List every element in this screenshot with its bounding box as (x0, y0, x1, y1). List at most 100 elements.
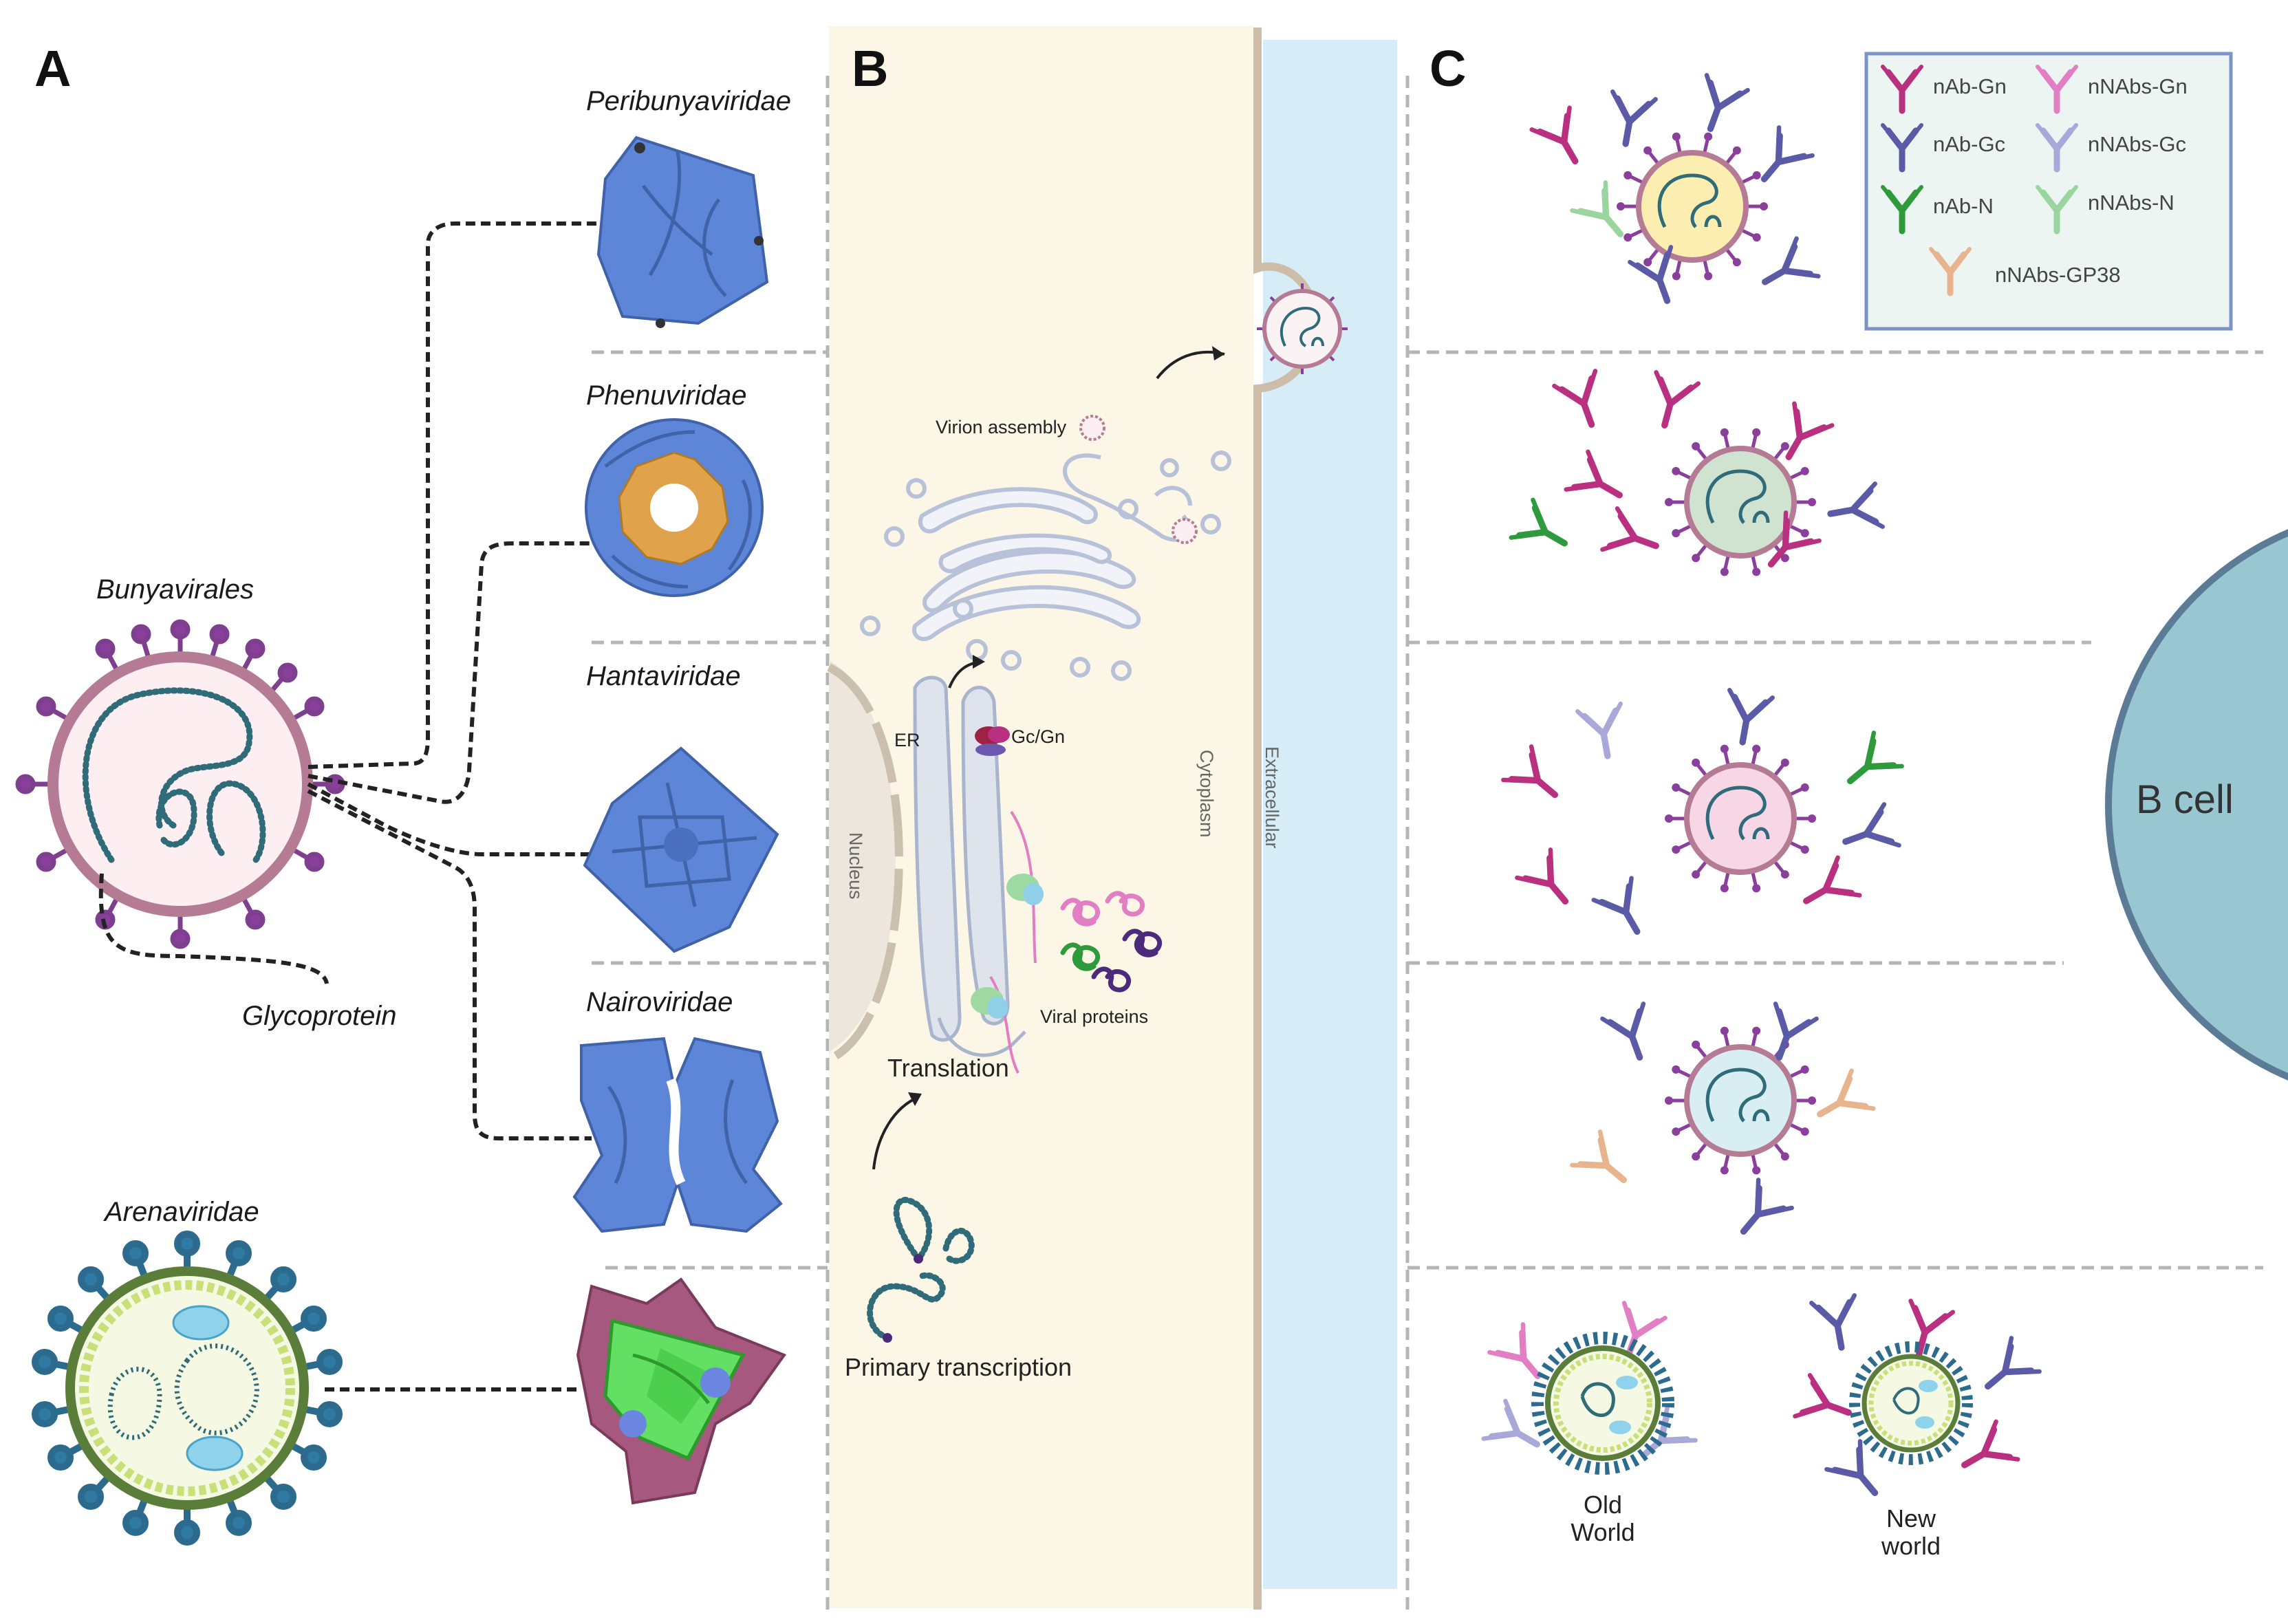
antibody-gn (1503, 746, 1568, 811)
virion-genome-s (206, 780, 266, 863)
primary-transcription-label: Primary transcription (845, 1353, 1072, 1381)
legend-label-nnabs-n: nNAbs-N (2088, 191, 2174, 215)
family-label-nairoviridae: Nairoviridae (586, 987, 733, 1017)
family-label-phenuviridae: Phenuviridae (586, 380, 747, 411)
antibody-gp38 (1572, 1132, 1637, 1196)
antibody-gn (1554, 371, 1612, 432)
old-world-label-line2: World (1571, 1518, 1634, 1546)
nucleus (829, 660, 896, 1052)
exit-arrowhead (1212, 346, 1224, 360)
virion-genome-m (155, 788, 197, 848)
ribosome-2 (971, 987, 1008, 1019)
panel-b: Nucleus ER Gc/Gn (827, 283, 1348, 1381)
er-arrowhead (973, 655, 985, 669)
virion-assembly-label: Virion assembly (936, 417, 1067, 437)
old-world-virion (1531, 1332, 1674, 1475)
virion-genome-l (82, 687, 253, 863)
panel-letter-c: C (1429, 40, 1466, 97)
panel-c-virion-3 (1665, 744, 1816, 893)
connector-peribunyaviridae (307, 221, 629, 769)
new-world-label-line1: New (1886, 1504, 1936, 1533)
antibody-gc (1838, 804, 1899, 862)
antibody-gn (1602, 508, 1663, 566)
family-label-arenaviridae: Arenaviridae (103, 1197, 259, 1227)
bunyavirales-virion (15, 619, 345, 949)
legend-box (1864, 52, 2233, 331)
antibody-gc (1721, 690, 1773, 746)
genome-cap-2 (883, 1333, 892, 1343)
protein-structure-peribunyaviridae (596, 136, 769, 328)
panel-letter-a: A (34, 40, 71, 97)
arena-genome-l (174, 1343, 259, 1436)
arena-ribosome-1 (172, 1305, 230, 1341)
antibody-gn (1517, 849, 1582, 915)
nuclear-envelope (827, 663, 903, 1060)
panel-c-virion-4 (1665, 1026, 1816, 1175)
antibody-gn (1566, 452, 1630, 515)
b-cell-label: B cell (2136, 777, 2234, 822)
cytoplasm-label: Cytoplasm (1196, 750, 1217, 838)
protein-structure-nairoviridae (572, 1037, 783, 1233)
connector-nairoviridae (307, 789, 592, 1140)
budding-virion (1257, 283, 1348, 374)
antibody-gc (1974, 1338, 2039, 1403)
arena-envelope (65, 1266, 309, 1510)
antibody-gn (1795, 858, 1859, 920)
antibody-gc (1690, 75, 1748, 136)
antibody-ngn (1489, 1324, 1554, 1389)
antibody-ngc (1484, 1401, 1548, 1464)
legend-label-nnabs-gn: nNAbs-Gn (2088, 74, 2188, 98)
budding-virion-small (1079, 415, 1198, 544)
b-cell (2105, 529, 2288, 1081)
connector-glycoprotein (98, 873, 329, 984)
family-label-bunyavirales: Bunyavirales (96, 574, 254, 605)
arena-genome-s (107, 1367, 162, 1440)
new-world-virion (1849, 1341, 1973, 1465)
mrna-strand-2 (989, 975, 1019, 1074)
genome-cap-1 (914, 1254, 923, 1264)
viral-proteins-label: Viral proteins (1040, 1006, 1148, 1027)
glycoprotein-label: Glycoprotein (242, 1001, 397, 1031)
golgi-apparatus (860, 451, 1231, 681)
protein-structure-hantaviridae (583, 746, 779, 953)
endoplasmic-reticulum (913, 675, 1026, 1057)
panel-c: nAb-Gn nNAbs-Gn nAb-Gc nNAbs-Gc nAb-N nN… (1484, 52, 2288, 1560)
antibody-gp38 (1809, 1071, 1873, 1134)
antibody-gc (1727, 1180, 1791, 1245)
arena-ribosome-2 (186, 1436, 244, 1471)
antibody-gc (1604, 91, 1656, 147)
gc-gn-protein (975, 726, 1010, 756)
ribosome-1 (1006, 874, 1044, 905)
antibody-gc (1754, 239, 1818, 301)
panel-c-virions (1617, 132, 1816, 1175)
protein-structure-phenuviridae (585, 418, 764, 597)
translation-arrow (872, 1096, 919, 1170)
antibody-gc (1827, 484, 1883, 535)
antibody-gn (1643, 372, 1698, 431)
panel-a: Bunyavirales (15, 86, 791, 1546)
panel-c-virion-1 (1617, 132, 1768, 281)
legend-label-nab-n: nAb-N (1933, 194, 1994, 218)
antibody-gc (1811, 1295, 1863, 1351)
antibody-n (1511, 500, 1575, 563)
legend-label-nab-gn: nAb-Gn (1933, 74, 2007, 98)
legend-label-nnabs-gc: nNAbs-Gc (2088, 132, 2186, 156)
old-world-label-line1: Old (1584, 1491, 1622, 1519)
antibody-n (1836, 733, 1901, 797)
protein-structure-arenaviridae (576, 1277, 787, 1505)
new-world-label-line2: world (1881, 1532, 1941, 1560)
antibody-gc (1747, 127, 1812, 193)
antibody-gc (1594, 878, 1656, 942)
family-label-peribunyaviridae: Peribunyaviridae (586, 86, 791, 116)
antibody-ngc (1577, 704, 1629, 759)
legend-label-nnabs-gp38: nNAbs-GP38 (1995, 263, 2121, 287)
nucleus-label: Nucleus (845, 832, 866, 900)
antibody-gc (1602, 1004, 1660, 1065)
connector-hantaviridae (307, 782, 592, 856)
extracellular-label: Extracellular (1262, 746, 1282, 849)
connector-phenuviridae (307, 541, 592, 804)
legend-label-nab-gc: nAb-Gc (1933, 132, 2005, 156)
antibody-gn (1532, 108, 1595, 172)
translation-arrowhead (908, 1092, 922, 1106)
